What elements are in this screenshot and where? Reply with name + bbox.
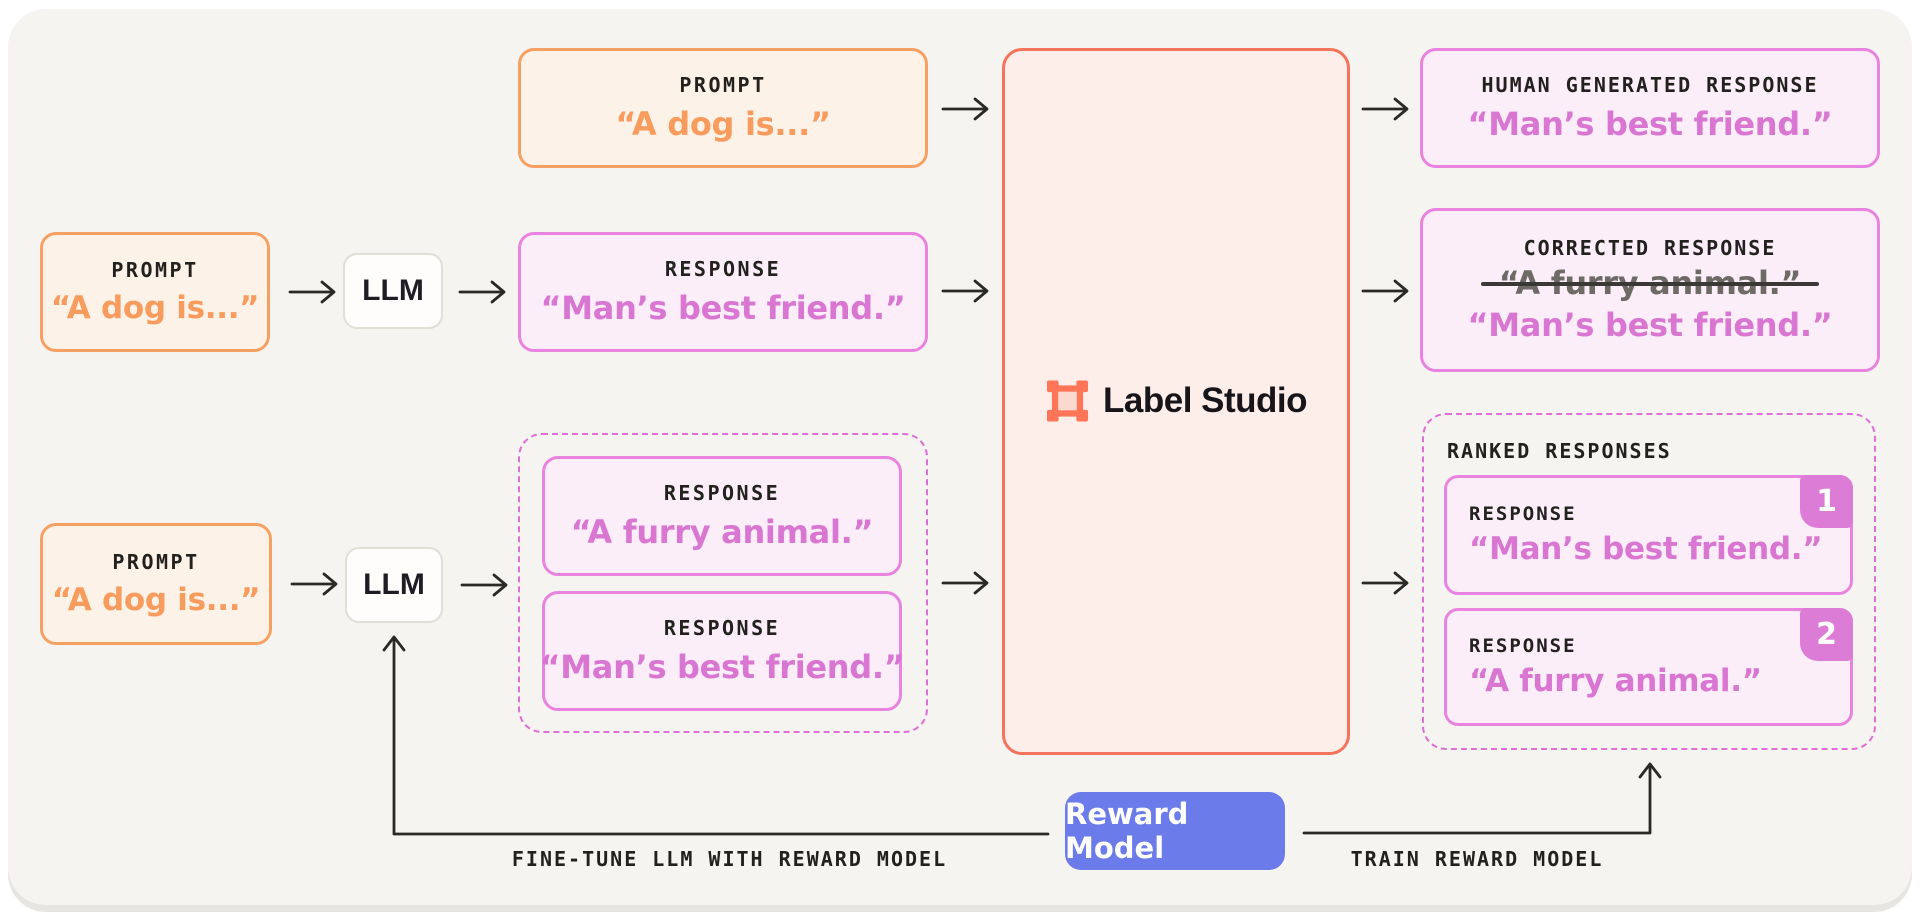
response-label: RESPONSE xyxy=(1469,503,1577,525)
response-quote: “Man’s best friend.” xyxy=(1467,306,1833,344)
arrow-right-icon xyxy=(458,280,506,304)
fine-tune-arrow-icon xyxy=(382,635,1050,836)
ranked-response-2: RESPONSE “A furry animal.” 2 xyxy=(1444,608,1853,726)
response-quote: “A furry animal.” xyxy=(1469,663,1762,699)
arrow-right-icon xyxy=(941,97,989,121)
strikethrough-line xyxy=(1480,281,1820,286)
response-box-mid: RESPONSE “Man’s best friend.” xyxy=(518,232,928,352)
prompt-quote: “A dog is...” xyxy=(615,105,831,143)
struck-response-text: “A furry animal.” xyxy=(1480,264,1820,302)
response-quote: “Man’s best friend.” xyxy=(540,289,906,327)
corrected-label: CORRECTED RESPONSE xyxy=(1523,236,1777,260)
response-quote: “Man’s best friend.” xyxy=(1467,105,1833,143)
rank-badge: 1 xyxy=(1800,475,1853,528)
prompt-box-bottom: PROMPT “A dog is...” xyxy=(40,523,272,645)
arrow-right-icon xyxy=(1361,279,1409,303)
reward-model-box: Reward Model xyxy=(1065,792,1285,870)
ranked-response-1: RESPONSE “Man’s best friend.” 1 xyxy=(1444,475,1853,595)
ranked-responses-group: RANKED RESPONSES RESPONSE “Man’s best fr… xyxy=(1422,413,1876,750)
arrow-right-icon xyxy=(941,571,989,595)
prompt-label: PROMPT xyxy=(679,73,767,97)
train-reward-arrow-icon xyxy=(1302,762,1662,835)
arrow-right-icon xyxy=(288,280,336,304)
arrow-right-icon xyxy=(1361,97,1409,121)
fine-tune-annotation: FINE-TUNE LLM WITH REWARD MODEL xyxy=(511,847,948,871)
llm-label: LLM xyxy=(363,568,425,601)
label-studio-logo-icon xyxy=(1047,380,1088,422)
response-label: RESPONSE xyxy=(663,481,781,505)
prompt-quote: “A dog is...” xyxy=(50,290,260,326)
llm-box-bottom: LLM xyxy=(345,547,443,623)
llm-label: LLM xyxy=(362,274,424,307)
response-label: RESPONSE xyxy=(663,616,781,640)
prompt-box-top: PROMPT “A dog is...” xyxy=(518,48,928,168)
prompt-box-mid: PROMPT “A dog is...” xyxy=(40,232,270,352)
human-generated-label: HUMAN GENERATED RESPONSE xyxy=(1481,73,1819,97)
candidate-response-b: RESPONSE “Man’s best friend.” xyxy=(539,591,905,711)
candidate-responses-group: RESPONSE “A furry animal.” RESPONSE “Man… xyxy=(518,433,928,733)
label-studio-name: Label Studio xyxy=(1103,381,1308,420)
train-annotation: TRAIN REWARD MODEL xyxy=(1350,847,1604,871)
label-studio-brand: Label Studio xyxy=(1047,377,1308,425)
response-label: RESPONSE xyxy=(1469,635,1577,657)
ranked-responses-label: RANKED RESPONSES xyxy=(1447,439,1672,463)
arrow-right-icon xyxy=(941,279,989,303)
corrected-response-box: CORRECTED RESPONSE “A furry animal.” “Ma… xyxy=(1420,208,1880,372)
prompt-quote: “A dog is...” xyxy=(51,582,261,618)
human-generated-response-box: HUMAN GENERATED RESPONSE “Man’s best fri… xyxy=(1420,48,1880,168)
response-quote: “Man’s best friend.” xyxy=(539,648,905,686)
candidate-response-a: RESPONSE “A furry animal.” xyxy=(542,456,902,576)
response-quote: “A furry animal.” xyxy=(570,513,874,551)
prompt-label: PROMPT xyxy=(111,258,199,282)
rank-badge: 2 xyxy=(1800,608,1853,661)
arrow-right-icon xyxy=(1361,571,1409,595)
response-label: RESPONSE xyxy=(664,257,782,281)
reward-model-label: Reward Model xyxy=(1065,797,1189,865)
arrow-right-icon xyxy=(460,573,508,597)
prompt-label: PROMPT xyxy=(112,550,200,574)
arrow-right-icon xyxy=(290,572,338,596)
llm-box-mid: LLM xyxy=(343,253,443,329)
response-quote: “Man’s best friend.” xyxy=(1469,531,1823,567)
